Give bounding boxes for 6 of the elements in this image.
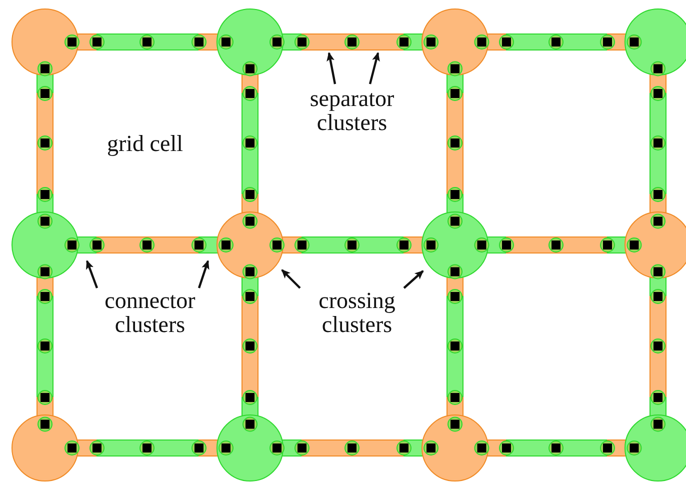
leader-arrow	[326, 52, 336, 84]
leader-arrow	[198, 260, 210, 288]
leader-arrow	[368, 52, 380, 84]
leader-arrow	[281, 269, 301, 289]
leader-arrow	[403, 270, 424, 289]
leader-arrow	[86, 260, 98, 288]
